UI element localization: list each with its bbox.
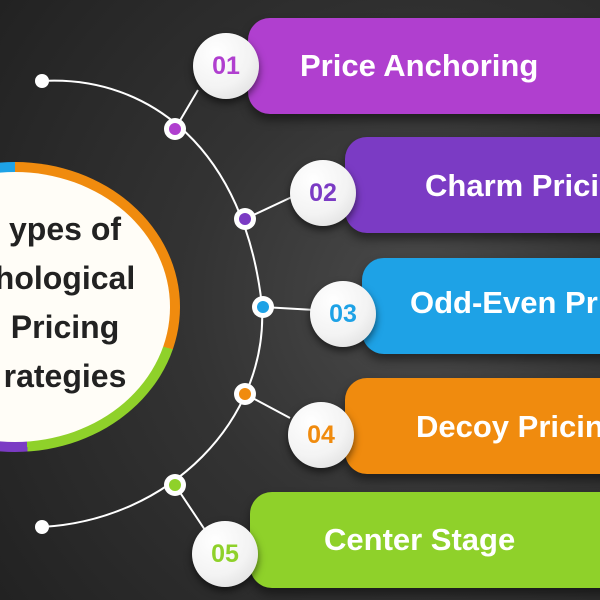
item-04-number-badge: 04 [288,402,354,468]
arc-dot-03 [252,296,274,318]
item-02-number-badge: 02 [290,160,356,226]
center-title-line-1: ypes of [8,211,122,247]
arc-end-dot-bottom [35,520,49,534]
item-05-label: Center Stage [324,522,516,557]
item-04-pill [345,378,600,474]
item-05-number-badge: 05 [192,521,258,587]
arc-end-dot-top [35,74,49,88]
item-03-pill [362,258,600,354]
arc-dot-02 [234,208,256,230]
item-03-label: Odd-Even Pr [410,285,598,320]
item-03-number-badge: 03 [310,281,376,347]
arc-dot-01 [164,118,186,140]
item-04-label: Decoy Pricin [416,409,600,444]
arc-dot-04 [234,383,256,405]
center-title-line-2: hological [0,260,136,296]
center-title: ypes of hological Pricing rategies [0,205,190,401]
center-title-line-4: rategies [3,358,127,394]
center-title-line-3: Pricing [10,309,120,345]
item-02-pill [345,137,600,233]
item-01-label: Price Anchoring [300,48,539,83]
item-02-label: Charm Prici [425,168,600,203]
arc-dot-05 [164,474,186,496]
item-01-number-badge: 01 [193,33,259,99]
item-01-pill [248,18,600,114]
item-05-pill [250,492,600,588]
